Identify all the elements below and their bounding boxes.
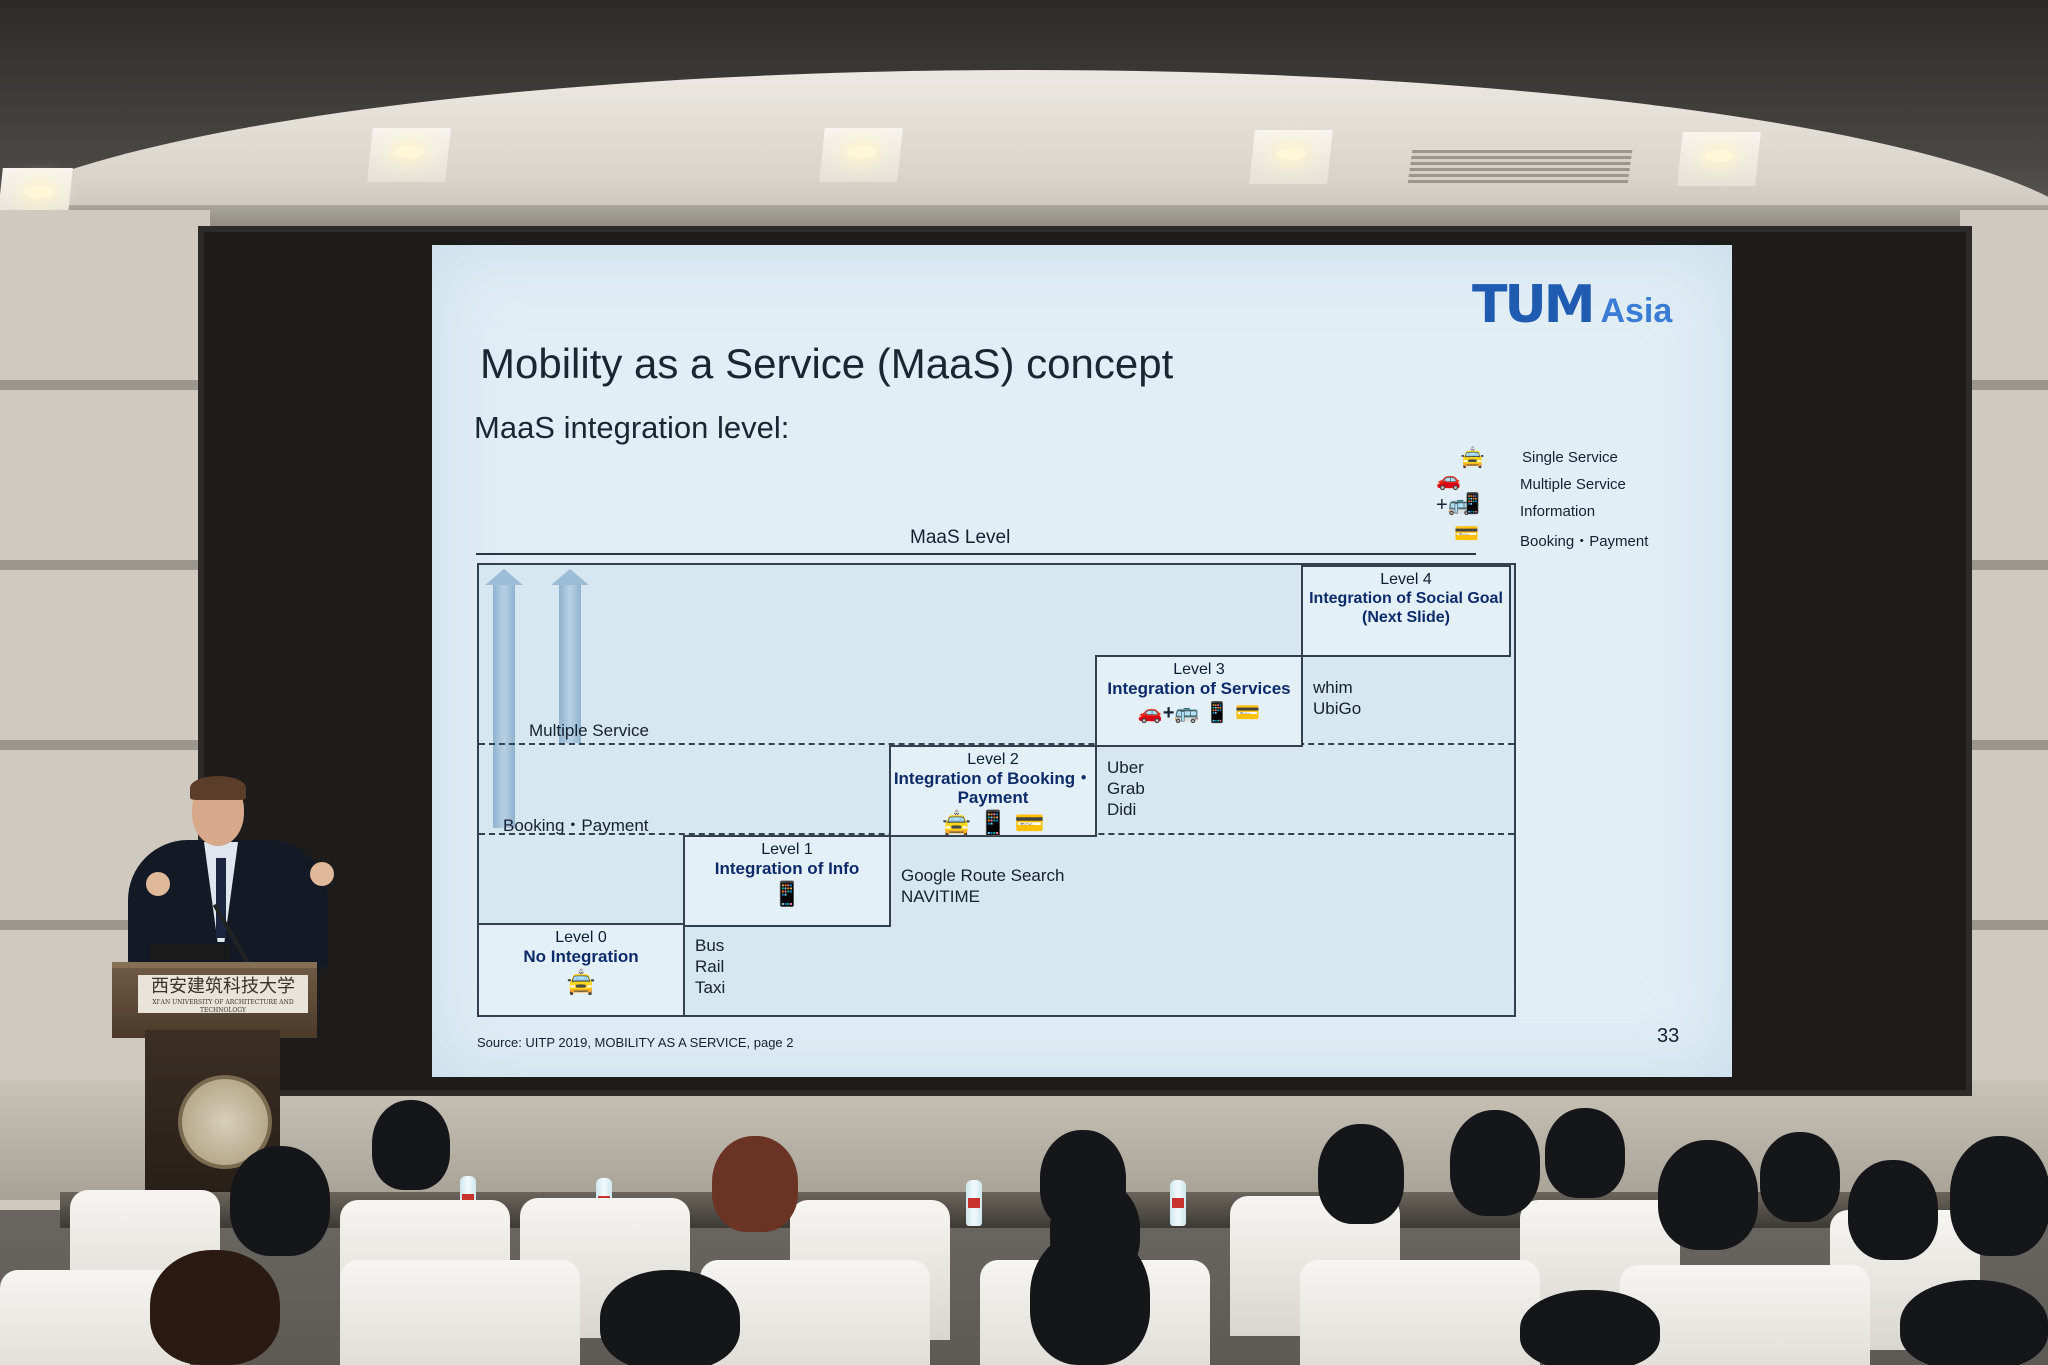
example-item: Bus	[695, 936, 725, 955]
podium-sign-main: 西安建筑科技大学	[151, 976, 295, 997]
laptop	[150, 944, 230, 960]
legend-label: Booking・Payment	[1520, 533, 1649, 550]
service-integration-icons: 🚗+🚌 📱 💳	[1137, 702, 1261, 724]
slide-title: Mobility as a Service (MaaS) concept	[480, 340, 1174, 387]
level-number: Level 1	[761, 841, 813, 858]
example-item: Grab	[1107, 779, 1145, 798]
multi-vehicle-icon: 🚗+🚌	[1436, 469, 1473, 516]
example-item: whim	[1313, 678, 1353, 697]
level-2-examples: Uber Grab Didi	[1107, 757, 1145, 820]
speaker-right-hand	[310, 862, 334, 886]
legend-label: Multiple Service	[1520, 476, 1626, 493]
phone-info-icon: 📱	[772, 881, 802, 908]
phone-info-icon: 📱	[1460, 493, 1485, 515]
maas-level-diagram: Multiple Service Booking・Payment Level 0…	[477, 563, 1516, 1017]
up-arrow-icon	[551, 569, 589, 743]
seat	[1300, 1260, 1540, 1365]
legend-label: Single Service	[1522, 449, 1618, 466]
level-3-box: Level 3 Integration of Services 🚗+🚌 📱 💳	[1095, 655, 1303, 747]
ceiling-light	[819, 128, 903, 182]
right-wall-panels	[1960, 210, 2048, 1210]
ceiling-light	[1249, 130, 1333, 184]
source-citation: Source: UITP 2019, MOBILITY AS A SERVICE…	[477, 1035, 794, 1050]
level-0-box: Level 0 No Integration 🚖	[477, 923, 685, 1017]
audience-head	[1520, 1290, 1660, 1365]
level-0-examples: Bus Rail Taxi	[695, 935, 725, 998]
water-bottle	[966, 1180, 982, 1226]
example-item: Didi	[1107, 800, 1137, 819]
ceiling-light	[1677, 132, 1761, 186]
example-item: NAVITIME	[901, 887, 981, 906]
audience-head	[1318, 1124, 1404, 1224]
level-number: Level 2	[967, 751, 1019, 768]
audience-head	[1658, 1140, 1758, 1250]
axis-rule	[476, 553, 1476, 555]
booking-payment-icons: 🚖 📱 💳	[941, 810, 1045, 837]
water-bottle	[1170, 1180, 1186, 1226]
audience-head	[1450, 1110, 1540, 1216]
audience-head	[600, 1270, 740, 1365]
level-number: Level 3	[1173, 661, 1225, 678]
row-label-booking-payment: Booking・Payment	[503, 816, 649, 835]
row-label-multiple-service: Multiple Service	[529, 721, 649, 740]
dashed-divider	[479, 743, 1514, 745]
audience-head	[372, 1100, 450, 1190]
audience	[0, 1100, 2048, 1365]
level-name: Integration of Social Goal (Next Slide)	[1309, 590, 1503, 626]
legend-label: Information	[1520, 503, 1596, 520]
logo-main: TUM	[1472, 275, 1595, 335]
level-name: Integration of Services	[1107, 679, 1291, 698]
ceiling-light	[367, 128, 451, 182]
taxi-icon: 🚖	[1460, 447, 1485, 469]
level-number: Level 0	[555, 929, 607, 946]
up-arrow-icon	[485, 569, 523, 828]
level-2-box: Level 2 Integration of Booking・Payment 🚖…	[889, 745, 1097, 837]
slide-subtitle: MaaS integration level:	[474, 410, 790, 445]
seat	[1620, 1265, 1870, 1365]
example-item: Taxi	[695, 978, 726, 997]
audience-head	[150, 1250, 280, 1365]
audience-head	[230, 1146, 330, 1256]
audience-head	[1900, 1280, 2048, 1365]
audience-head	[1030, 1230, 1150, 1365]
audience-head	[712, 1136, 798, 1232]
level-name: No Integration	[523, 947, 639, 966]
example-item: Rail	[695, 957, 725, 976]
example-item: Google Route Search	[901, 866, 1065, 885]
podium-sign: 西安建筑科技大学 XI'AN UNIVERSITY OF ARCHITECTUR…	[138, 975, 308, 1014]
level-3-examples: whim UbiGo	[1313, 677, 1361, 719]
example-item: UbiGo	[1313, 699, 1362, 718]
speaker-left-hand	[146, 872, 170, 896]
example-item: Uber	[1107, 758, 1144, 777]
speaker-hair	[190, 776, 246, 800]
level-1-box: Level 1 Integration of Info 📱	[683, 835, 891, 927]
audience-head	[1950, 1136, 2048, 1256]
level-1-examples: Google Route Search NAVITIME	[901, 865, 1065, 907]
axis-label: MaaS Level	[910, 527, 1011, 548]
speaker-tie	[216, 858, 226, 938]
audience-head	[1760, 1132, 1840, 1222]
page-number: 33	[1657, 1025, 1680, 1047]
level-4-box: Level 4 Integration of Social Goal (Next…	[1301, 565, 1511, 657]
seat	[340, 1260, 580, 1365]
audience-head	[1545, 1108, 1625, 1198]
taxi-icon: 🚖	[566, 969, 596, 996]
level-name: Integration of Info	[714, 859, 860, 878]
air-vent	[1407, 150, 1633, 184]
level-name: Integration of Booking・Payment	[893, 769, 1093, 807]
level-number: Level 4	[1380, 571, 1432, 588]
card-payment-icon: 💳	[1454, 523, 1479, 545]
podium-sign-sub: XI'AN UNIVERSITY OF ARCHITECTURE AND TEC…	[152, 999, 294, 1014]
logo-suffix: Asia	[1600, 292, 1673, 330]
audience-head	[1848, 1160, 1938, 1260]
